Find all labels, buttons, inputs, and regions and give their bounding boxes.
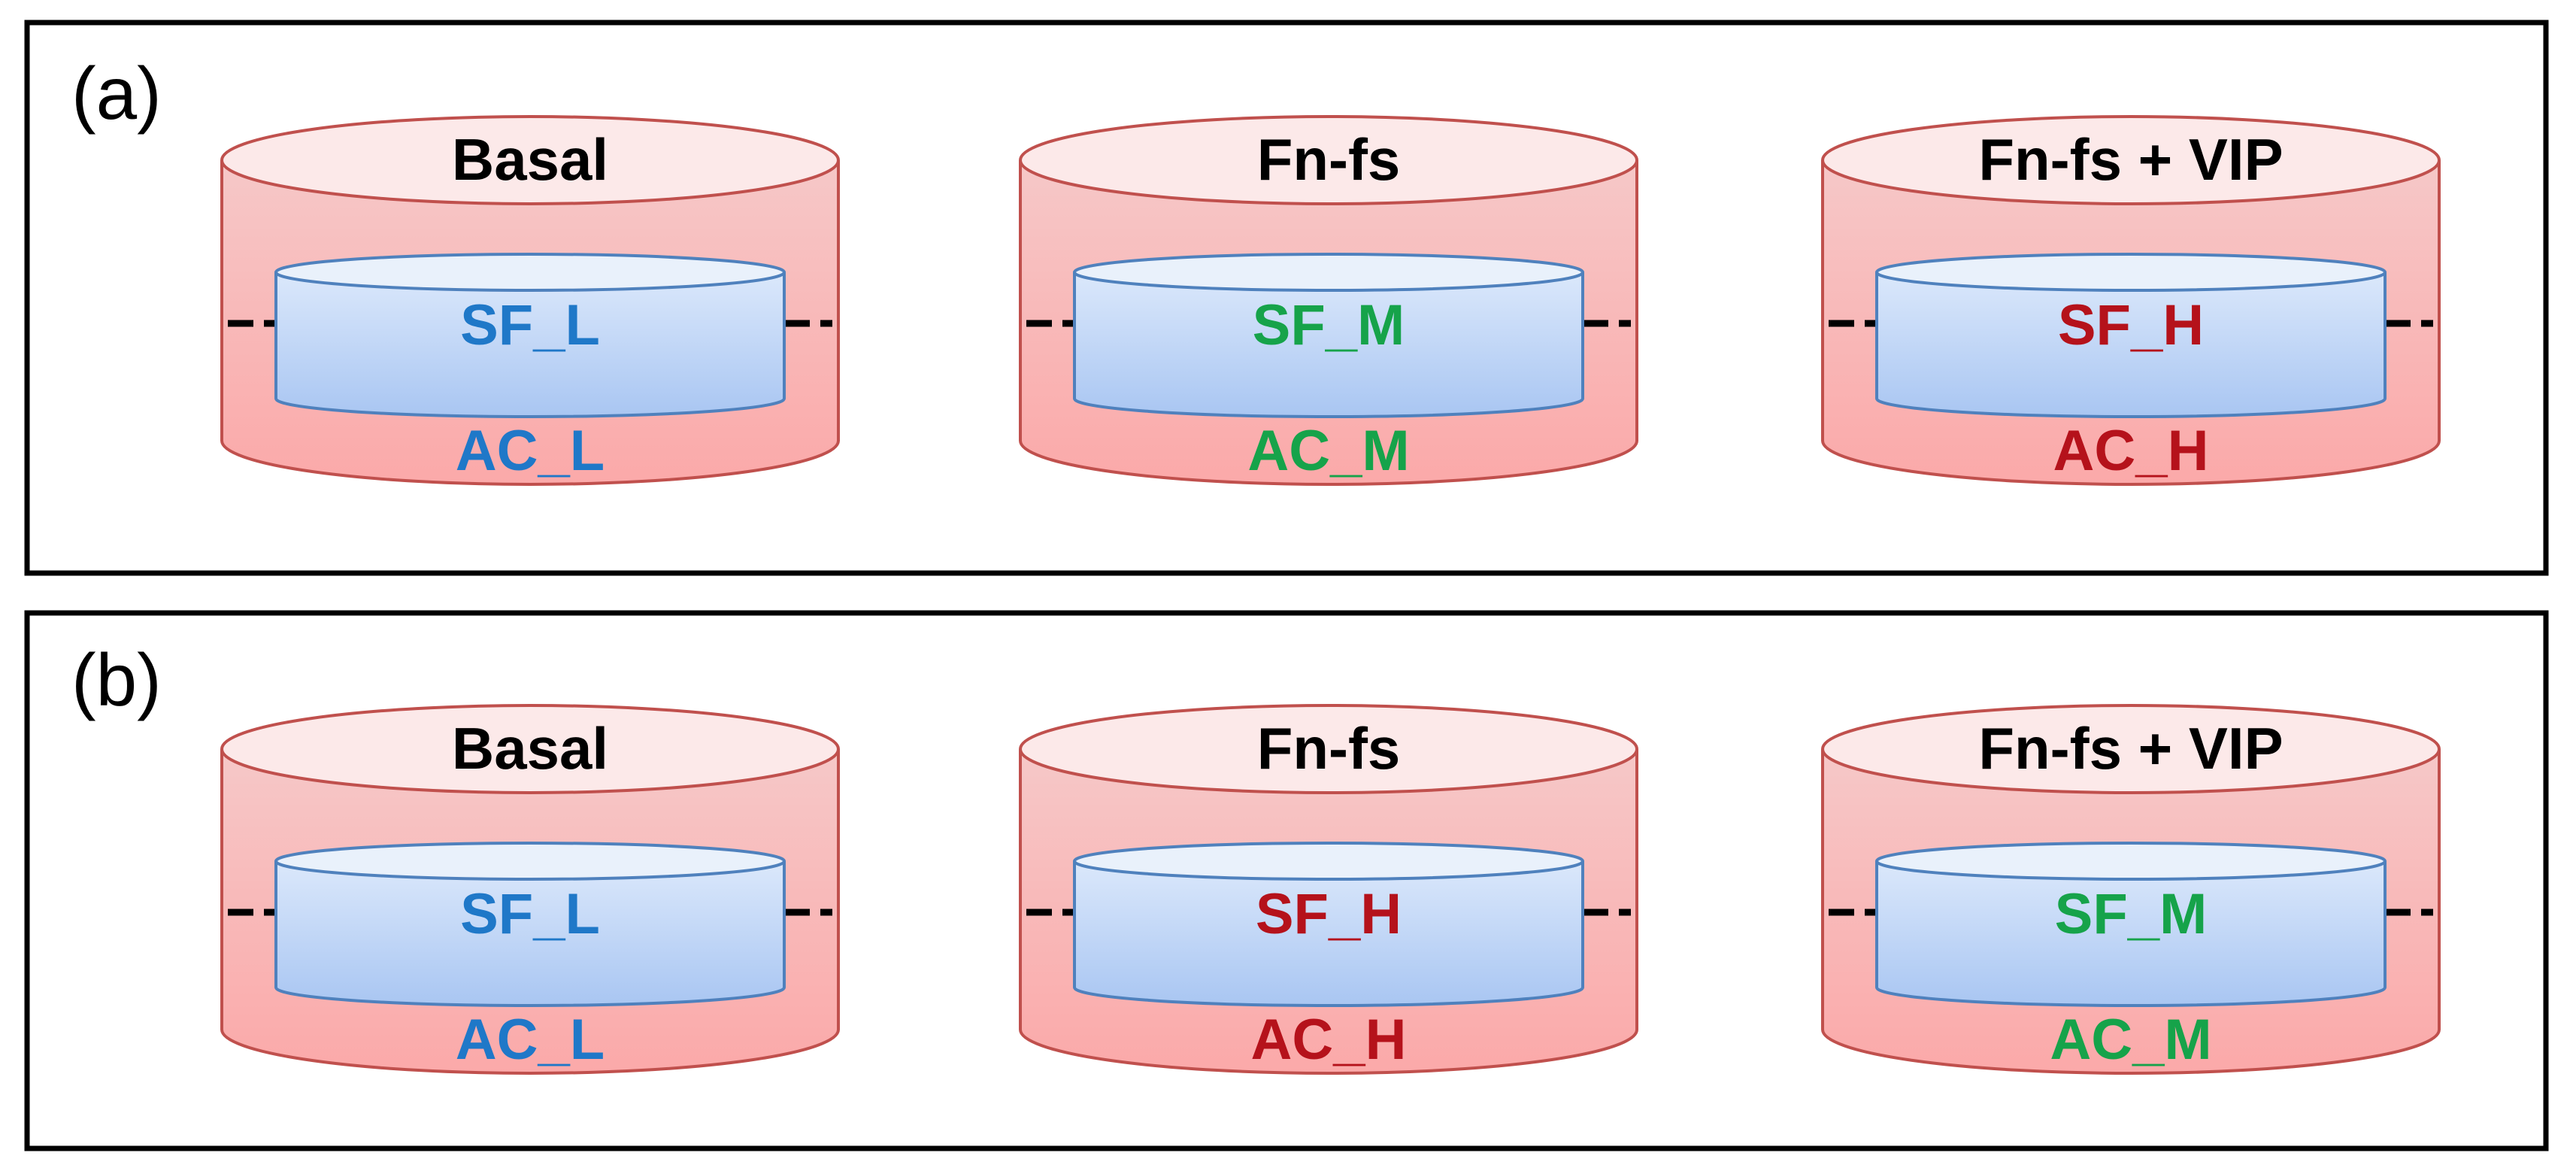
inner-disc-body <box>1074 272 1583 417</box>
sf-label: SF_M <box>2055 882 2208 946</box>
condition-label: Fn-fs <box>1257 126 1401 193</box>
cylinder-a-fn-fs-vip: Fn-fs + VIP SF_H AC_H <box>1821 115 2441 486</box>
sf-label: SF_L <box>460 293 600 357</box>
sf-label: SF_H <box>1256 882 1402 946</box>
outer-cylinder-top <box>220 115 840 205</box>
outer-cylinder-outline <box>220 160 840 486</box>
ac-label: AC_L <box>456 1008 605 1072</box>
sf-label: SF_M <box>1253 293 1405 357</box>
condition-label: Fn-fs + VIP <box>1978 126 2283 193</box>
ac-label: AC_L <box>456 419 605 483</box>
outer-cylinder-outline <box>220 749 840 1075</box>
outer-cylinder-outline <box>1821 749 2441 1075</box>
inner-disc-body <box>276 861 784 1006</box>
sf-label: SF_H <box>2058 293 2204 357</box>
inner-disc-top <box>1875 842 2387 881</box>
outer-cylinder-top <box>220 704 840 794</box>
inner-disc-outline <box>274 272 786 418</box>
cylinder-b-fn-fs-vip: Fn-fs + VIP SF_M AC_M <box>1821 704 2441 1075</box>
sf-label: SF_L <box>460 882 600 946</box>
condition-label: Basal <box>452 126 608 193</box>
inner-disc-top <box>1875 253 2387 292</box>
inner-disc-top <box>274 842 786 881</box>
panel-b-label: (b) <box>71 639 162 721</box>
outer-cylinder-top <box>1821 704 2441 794</box>
inner-disc-body <box>1074 861 1583 1006</box>
inner-disc-outline <box>1073 861 1584 1007</box>
condition-label: Basal <box>452 715 608 781</box>
ac-label: AC_M <box>2050 1008 2211 1072</box>
condition-label: Fn-fs + VIP <box>1978 715 2283 781</box>
inner-disc-top <box>1073 842 1584 881</box>
inner-disc-outline <box>1875 272 2387 418</box>
inner-disc-body <box>1877 272 2385 417</box>
inner-disc-body <box>276 272 784 417</box>
inner-disc-outline <box>274 861 786 1007</box>
outer-cylinder-top <box>1019 704 1638 794</box>
inner-disc-outline <box>1073 272 1584 418</box>
outer-cylinder-outline <box>1019 160 1638 486</box>
ac-label: AC_M <box>1247 419 1409 483</box>
panel-a-label: (a) <box>71 52 162 135</box>
inner-disc-top <box>274 253 786 292</box>
outer-cylinder-top <box>1821 115 2441 205</box>
inner-disc-outline <box>1875 861 2387 1007</box>
inner-disc-body <box>1877 861 2385 1006</box>
condition-label: Fn-fs <box>1257 715 1401 781</box>
ac-label: AC_H <box>1251 1008 1407 1072</box>
outer-cylinder-outline <box>1019 749 1638 1075</box>
outer-cylinder-outline <box>1821 160 2441 486</box>
outer-cylinder-top <box>1019 115 1638 205</box>
inner-disc-top <box>1073 253 1584 292</box>
ac-label: AC_H <box>2053 419 2209 483</box>
